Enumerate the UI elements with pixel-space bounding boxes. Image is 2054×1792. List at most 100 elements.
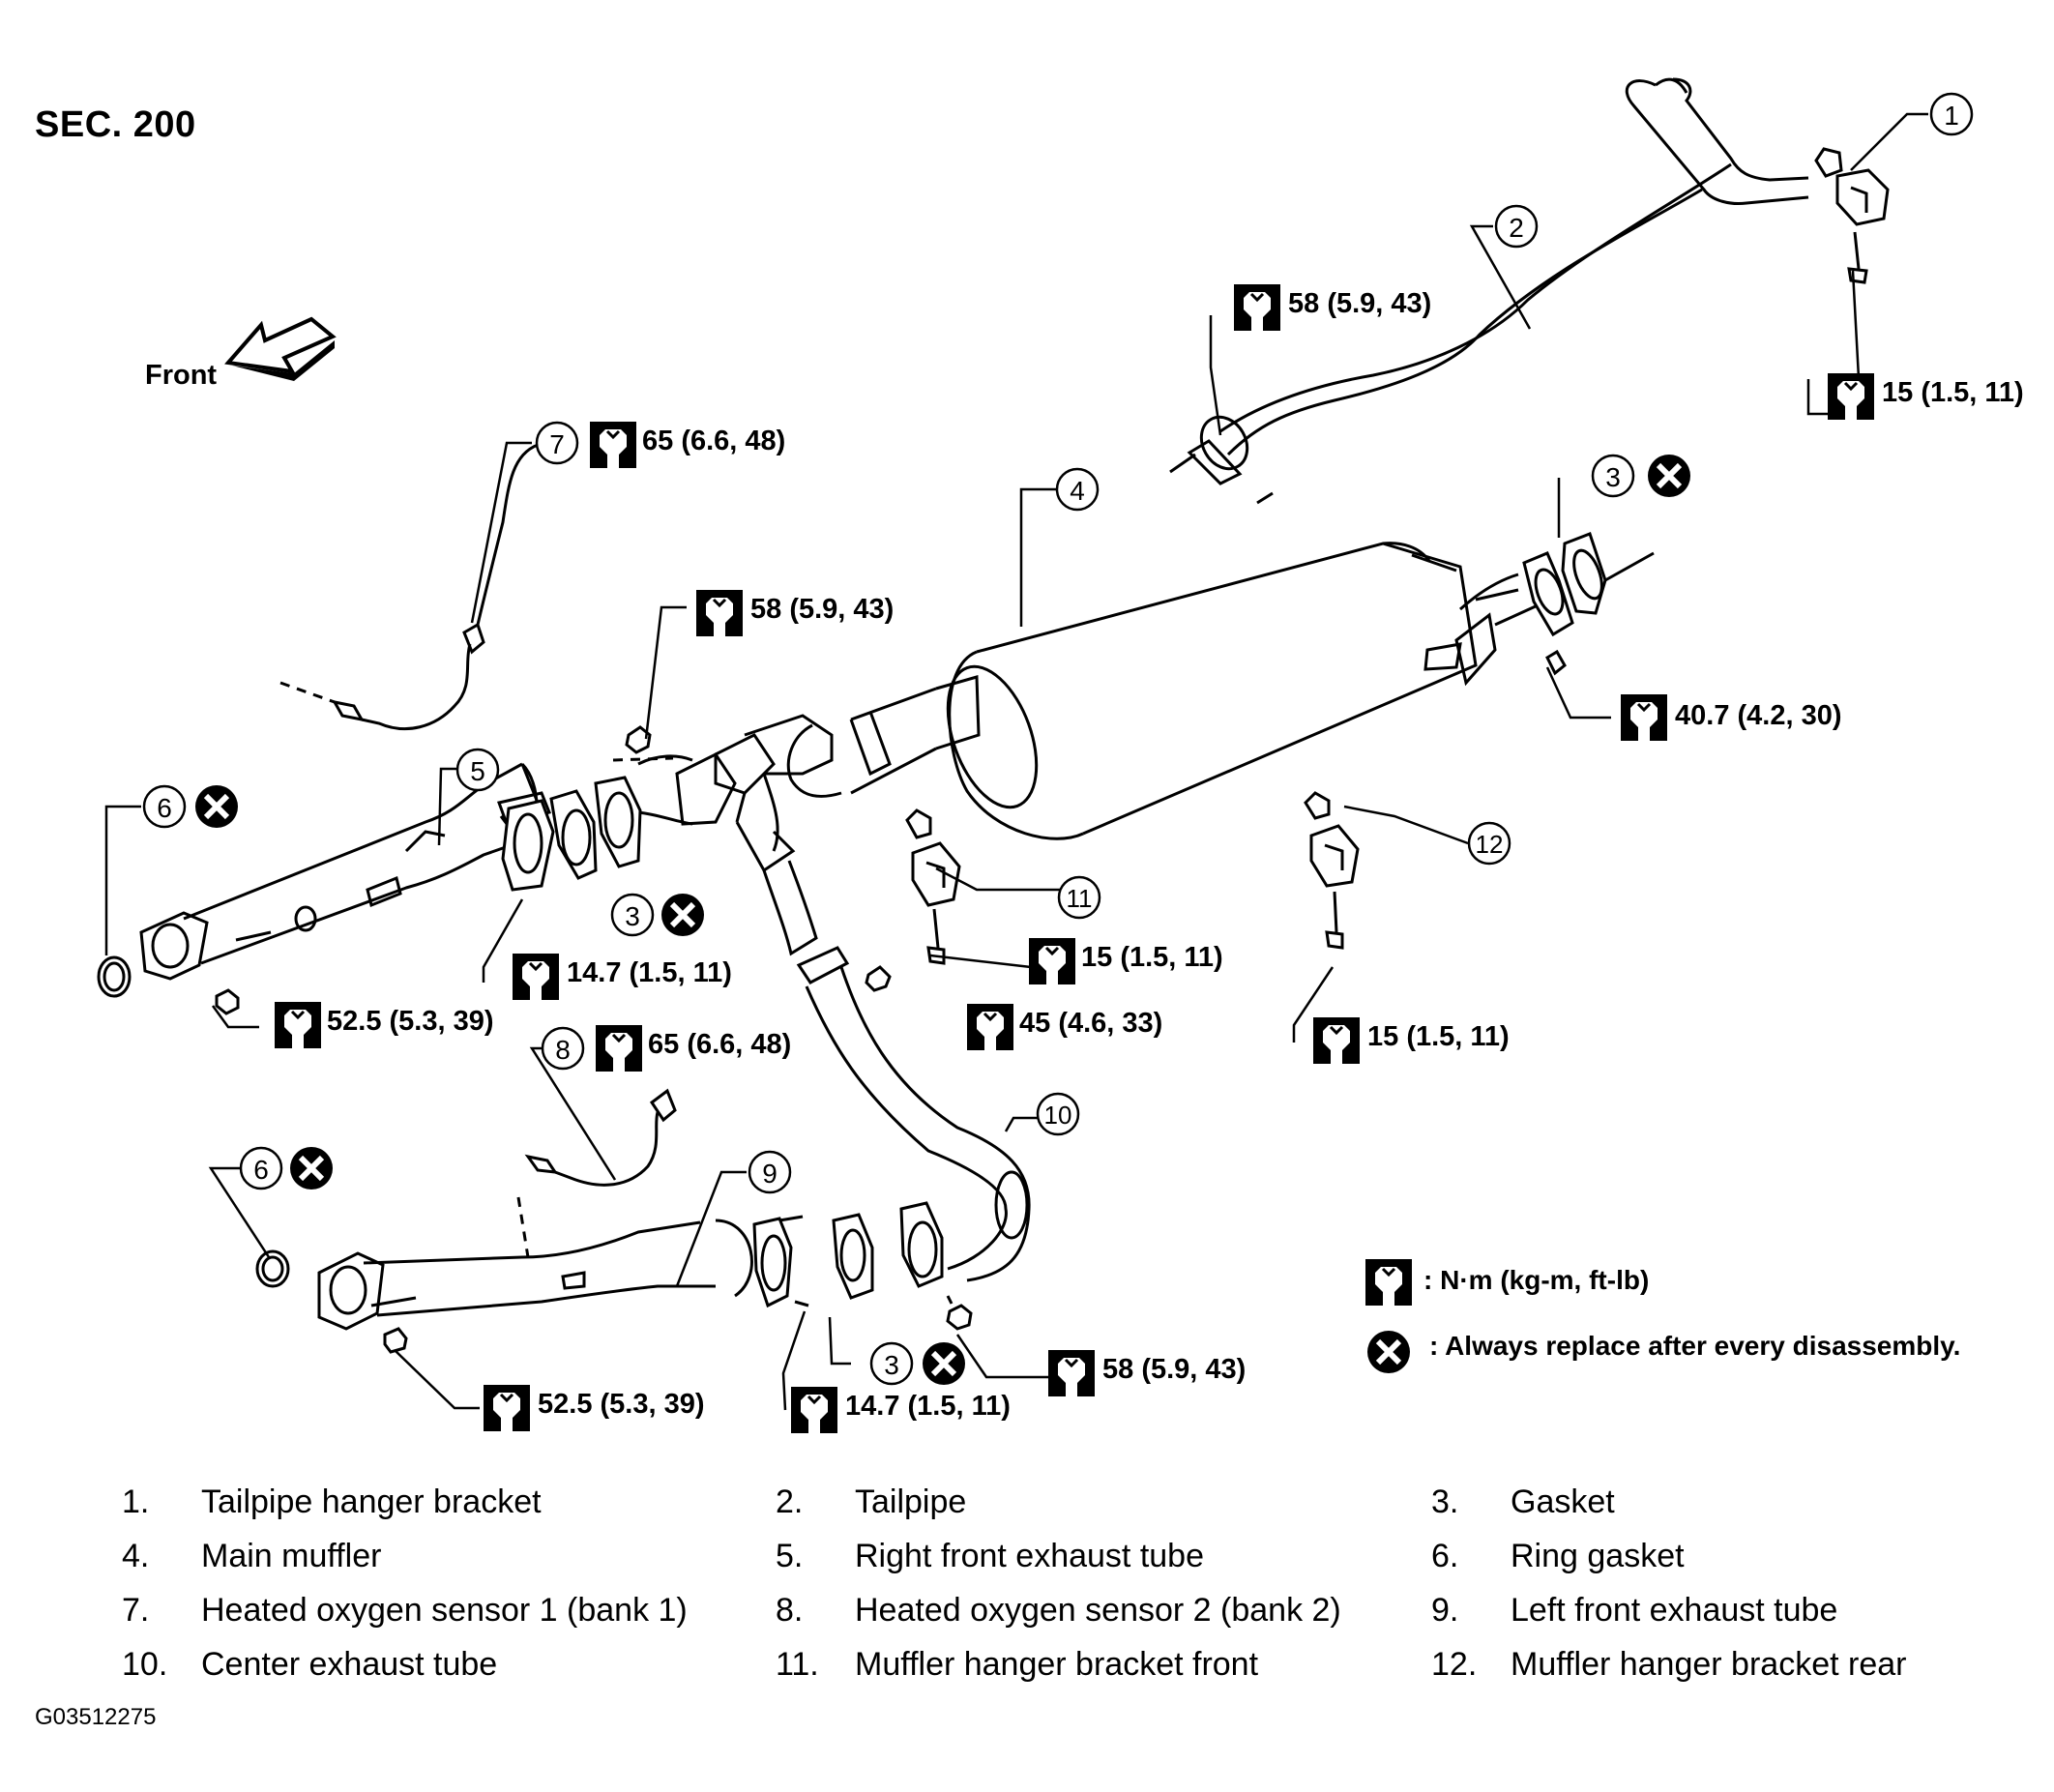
svg-text:2: 2 — [1509, 213, 1524, 243]
list-item: 6.Ring gasket — [1431, 1538, 1685, 1574]
list-item: 10.Center exhaust tube — [122, 1646, 498, 1683]
torque-wrench-icon — [594, 1023, 644, 1073]
torque-callout: 58 (5.9, 43) — [1102, 1354, 1247, 1385]
torque-callout: 65 (6.6, 48) — [642, 426, 786, 456]
torque-wrench-icon — [588, 420, 638, 470]
ring-gasket-lower — [255, 1249, 290, 1288]
front-label: Front — [145, 360, 218, 391]
marker-1: 1 — [1929, 92, 1974, 136]
list-item: 5.Right front exhaust tube — [776, 1538, 1205, 1574]
torque-callout: 40.7 (4.2, 30) — [1675, 700, 1842, 731]
oxygen-sensor-2 — [516, 1088, 677, 1258]
marker-3c: 3 — [869, 1341, 914, 1386]
nut-center-top — [612, 725, 674, 762]
torque-wrench-icon — [1826, 371, 1876, 422]
torque-wrench-icon — [1311, 1015, 1362, 1066]
marker-6a: 6 — [142, 784, 187, 829]
torque-wrench-icon — [1619, 692, 1669, 743]
torque-callout: 15 (1.5, 11) — [1882, 377, 2024, 408]
svg-text:3: 3 — [625, 901, 640, 931]
torque-wrench-icon — [789, 1385, 839, 1435]
main-muffler — [946, 542, 1539, 840]
marker-5: 5 — [455, 748, 500, 792]
legend-torque: : N·m (kg-m, ft-lb) — [1423, 1265, 1650, 1295]
torque-callout: 58 (5.9, 43) — [750, 594, 895, 625]
list-item: 12.Muffler hanger bracket rear — [1431, 1646, 1907, 1683]
marker-11: 11 — [1057, 875, 1101, 920]
svg-text:10: 10 — [1044, 1101, 1072, 1130]
svg-text:5: 5 — [470, 756, 485, 786]
marker-4: 4 — [1055, 467, 1100, 512]
marker-12: 12 — [1467, 821, 1511, 866]
torque-callout: 14.7 (1.5, 11) — [845, 1391, 1011, 1422]
torque-wrench-icon — [273, 1000, 323, 1050]
torque-callout: 45 (4.6, 33) — [1019, 1008, 1163, 1039]
x-circle-icon — [661, 894, 704, 936]
torque-wrench-icon — [482, 1383, 532, 1433]
center-y-pipe — [637, 675, 981, 956]
torque-callout: 15 (1.5, 11) — [1367, 1021, 1510, 1052]
ring-gasket-upper — [97, 955, 132, 998]
list-item: 9.Left front exhaust tube — [1431, 1592, 1838, 1629]
torque-callout: 52.5 (5.3, 39) — [538, 1389, 705, 1420]
leader-lines — [104, 112, 1928, 1411]
torque-wrench-icon — [1046, 1348, 1097, 1398]
list-item: 8.Heated oxygen sensor 2 (bank 2) — [776, 1592, 1341, 1629]
svg-text:11: 11 — [1067, 884, 1093, 913]
svg-text:9: 9 — [762, 1159, 778, 1189]
x-circle-icon — [195, 785, 238, 828]
list-item: 2.Tailpipe — [776, 1484, 967, 1520]
marker-6b: 6 — [239, 1146, 283, 1190]
list-item: 7.Heated oxygen sensor 1 (bank 1) — [122, 1592, 688, 1629]
torque-callout: 14.7 (1.5, 11) — [567, 957, 732, 988]
tailpipe-hanger-bracket — [1814, 147, 1890, 284]
svg-text:12: 12 — [1476, 830, 1504, 859]
marker-8: 8 — [541, 1026, 585, 1071]
oxygen-sensor-1 — [279, 443, 539, 731]
marker-2: 2 — [1494, 204, 1539, 249]
front-right-flange-gaskets — [501, 776, 642, 892]
torque-callout: 52.5 (5.3, 39) — [327, 1006, 494, 1037]
x-circle-icon — [1367, 1331, 1410, 1373]
nut-right-front — [215, 988, 240, 1015]
torque-wrench-icon — [511, 952, 561, 1002]
gasket-rear — [1522, 532, 1655, 676]
marker-3b: 3 — [610, 893, 655, 937]
svg-text:6: 6 — [157, 793, 172, 823]
list-item: 3.Gasket — [1431, 1484, 1615, 1520]
svg-text:8: 8 — [555, 1035, 571, 1065]
legend-replace: : Always replace after every disassembly… — [1429, 1331, 1961, 1361]
list-item: 11.Muffler hanger bracket front — [776, 1646, 1259, 1683]
torque-callout: 15 (1.5, 11) — [1081, 942, 1223, 973]
x-circle-icon — [923, 1342, 965, 1385]
figure-id: G03512275 — [35, 1704, 157, 1730]
torque-wrench-icon — [1232, 282, 1282, 333]
nut-left-front — [946, 1304, 973, 1331]
x-circle-icon — [1648, 455, 1690, 497]
marker-7: 7 — [535, 421, 579, 465]
marker-10: 10 — [1036, 1092, 1080, 1136]
marker-9: 9 — [748, 1150, 792, 1194]
torque-wrench-icon — [694, 588, 745, 638]
svg-text:6: 6 — [253, 1155, 269, 1185]
torque-callout: 65 (6.6, 48) — [648, 1029, 792, 1060]
svg-text:1: 1 — [1944, 101, 1959, 131]
list-item: 1.Tailpipe hanger bracket — [122, 1484, 542, 1520]
svg-text:7: 7 — [549, 429, 565, 459]
marker-3a: 3 — [1591, 454, 1635, 498]
svg-text:3: 3 — [884, 1350, 899, 1380]
center-exhaust-tube — [796, 946, 1031, 1305]
torque-callout: 58 (5.9, 43) — [1288, 288, 1432, 319]
svg-text:3: 3 — [1605, 462, 1621, 492]
left-front-exhaust-tube — [317, 1213, 874, 1354]
muffler-hanger-bracket-front — [905, 808, 961, 965]
list-item: 4.Main muffler — [122, 1538, 382, 1574]
svg-text:4: 4 — [1070, 476, 1085, 506]
front-arrow-icon — [224, 316, 337, 381]
section-title: SEC. 200 — [35, 104, 196, 145]
torque-wrench-icon — [965, 1002, 1015, 1052]
x-circle-icon — [290, 1147, 333, 1190]
torque-wrench-icon — [1364, 1257, 1414, 1307]
muffler-hanger-bracket-rear — [1304, 791, 1360, 950]
